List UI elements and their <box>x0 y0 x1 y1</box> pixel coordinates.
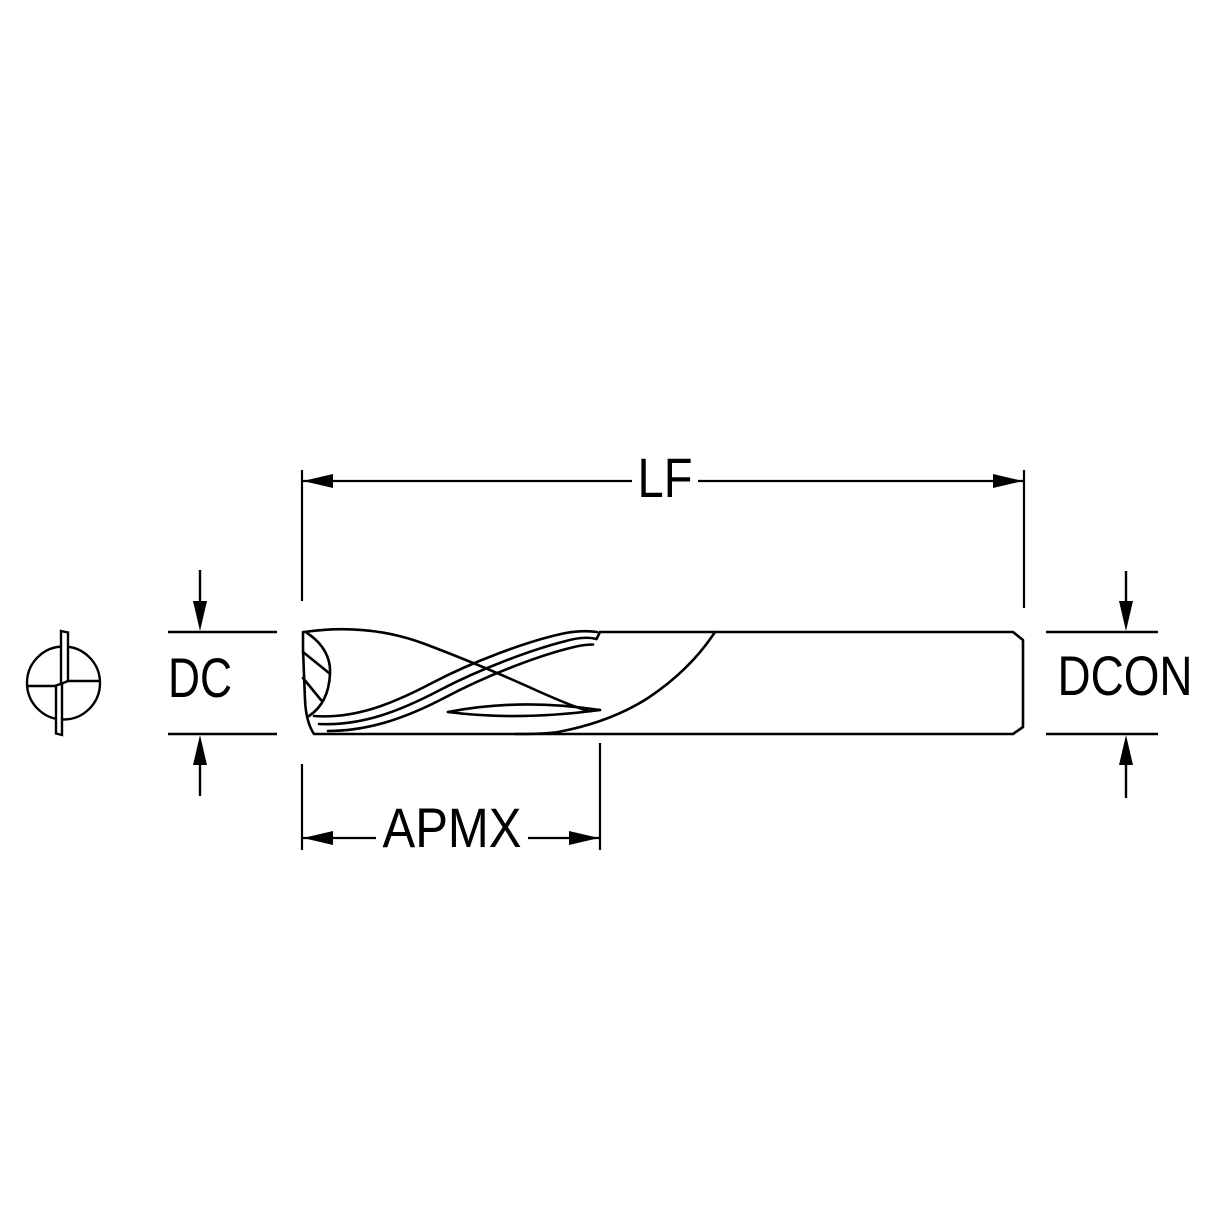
helix-curve-1 <box>312 629 599 718</box>
apmx-dimension: APMX <box>300 743 602 859</box>
dc-arrow-down-icon <box>193 601 207 631</box>
helix-curve-3 <box>326 643 595 733</box>
flute-runout-curve <box>513 630 717 736</box>
apmx-arrow-left-icon <box>303 831 333 845</box>
dc-arrow-up-icon <box>193 735 207 765</box>
apmx-label: APMX <box>383 796 522 859</box>
tool-outline <box>301 630 1025 736</box>
dcon-label: DCON <box>1058 644 1193 707</box>
lf-label: LF <box>638 446 693 509</box>
helix-curve-2 <box>317 636 598 726</box>
flute-trough-lower-arc <box>446 708 602 718</box>
lf-arrow-left-icon <box>303 474 333 488</box>
dc-label: DC <box>168 646 232 709</box>
endmill-side-view <box>301 627 1025 736</box>
lf-dimension: LF <box>300 446 1026 608</box>
dc-dimension: DC <box>168 570 277 796</box>
apmx-arrow-right-icon <box>569 831 599 845</box>
tip-gash-line-1 <box>301 650 331 675</box>
flute-trough-upper-arc <box>446 703 602 714</box>
lf-arrow-right-icon <box>993 474 1023 488</box>
dcon-arrow-up-icon <box>1119 735 1133 765</box>
tip-face-arc <box>305 631 332 718</box>
flute-shank-step <box>595 630 602 641</box>
end-view-upper-flute-blade <box>59 629 70 686</box>
tip-gash-line-2 <box>301 676 323 702</box>
dcon-dimension: DCON <box>1046 571 1193 798</box>
endmill-end-view <box>25 629 102 737</box>
end-view-lower-flute-blade <box>54 681 64 737</box>
flute-edge-descending <box>302 627 590 713</box>
dcon-arrow-down-icon <box>1119 601 1133 631</box>
